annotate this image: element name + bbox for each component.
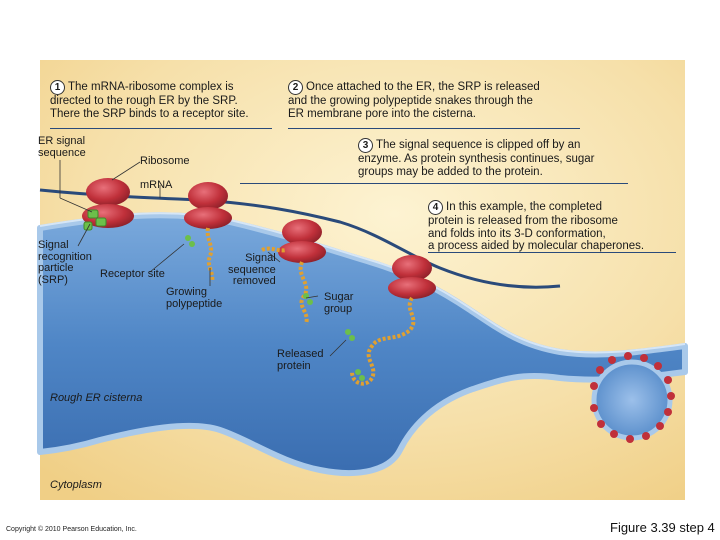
label-mrna: mRNA	[140, 179, 173, 191]
label-receptor-site: Receptor site	[100, 268, 165, 280]
step-3-line: The signal sequence is clipped off by an	[376, 139, 581, 151]
step-4-number: 4	[428, 200, 443, 215]
figure-reference: Figure 3.39 step 4	[610, 520, 715, 535]
mrna-strand	[39, 188, 561, 289]
label-rough-er-cisterna: Rough ER cisterna	[50, 392, 143, 404]
step-1-line: There the SRP binds to a receptor site.	[50, 107, 249, 120]
ribosome-3	[278, 219, 326, 263]
step-2-line: Once attached to the ER, the SRP is rele…	[306, 81, 540, 93]
step-1-line: directed to the rough ER by the SRP.	[50, 95, 238, 107]
copyright-text: Copyright © 2010 Pearson Education, Inc.	[6, 526, 137, 533]
label-ribosome: Ribosome	[140, 155, 190, 167]
ribosome-2	[184, 182, 232, 229]
polypeptide-2	[205, 227, 215, 283]
step-4-line: and folds into its 3-D conformation,	[428, 227, 606, 240]
step-4-line: In this example, the completed	[446, 201, 602, 213]
step-4-line: a process aided by molecular chaperones.	[428, 240, 645, 252]
step-2-line: and the growing polypeptide snakes throu…	[288, 95, 533, 107]
label-cytoplasm: Cytoplasm	[50, 479, 102, 491]
step-3-line: groups may be added to the protein.	[358, 165, 543, 178]
step-1-number: 1	[50, 80, 65, 95]
step-3-number: 3	[358, 138, 373, 153]
step-2-line: ER membrane pore into the cisterna.	[288, 107, 476, 120]
removed-signal-sequence	[261, 246, 287, 253]
step-1-line: The mRNA-ribosome complex is	[68, 81, 234, 93]
step-4-line: protein is released from the ribosome	[428, 215, 618, 227]
vesicle-ribosomes	[590, 352, 675, 443]
step-3-line: enzyme. As protein synthesis continues, …	[358, 153, 595, 165]
step-2-number: 2	[288, 80, 303, 95]
ribosome-4	[388, 255, 436, 299]
polypeptide-4	[350, 296, 416, 386]
